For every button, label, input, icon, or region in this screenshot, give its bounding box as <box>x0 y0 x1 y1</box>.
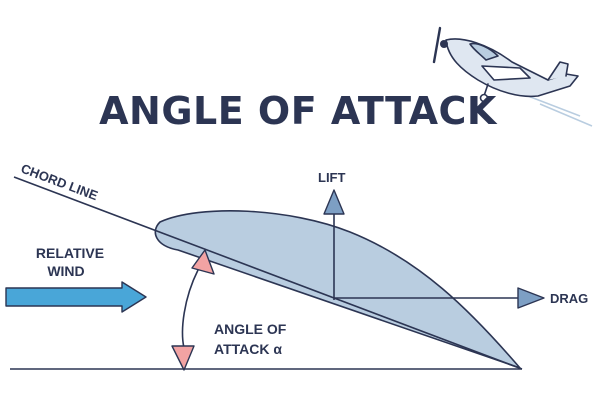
airplane-icon <box>432 26 593 127</box>
chord-line <box>13 176 523 370</box>
angle-arrowhead-top <box>191 249 215 275</box>
tail-fin <box>547 61 569 81</box>
chord-line-label: CHORD LINE <box>19 161 100 204</box>
wheel <box>479 93 489 103</box>
lift-arrowhead <box>323 189 345 215</box>
angle-of-attack-label-line1: ANGLE OF <box>214 321 287 337</box>
angle-arc <box>181 269 199 349</box>
wing-shape <box>481 65 531 81</box>
airfoil-shape <box>154 210 521 369</box>
angle-of-attack-label-line2: ATTACK α <box>214 341 282 357</box>
angle-arrowhead-bottom <box>171 345 195 371</box>
relative-wind-label-line2: WIND <box>47 263 84 279</box>
lift-label: LIFT <box>318 170 345 185</box>
relative-wind-label-line1: RELATIVE <box>36 245 104 261</box>
speed-line <box>539 103 593 127</box>
drag-label: DRAG <box>550 291 588 306</box>
propeller-hub <box>440 40 448 48</box>
propeller-blade <box>432 26 442 64</box>
diagram-title: ANGLE OF ATTACK <box>99 89 498 133</box>
wind-arrow-icon <box>5 281 147 313</box>
drag-arrowhead <box>517 287 545 309</box>
cockpit-window <box>469 42 499 61</box>
speed-line <box>527 95 581 117</box>
